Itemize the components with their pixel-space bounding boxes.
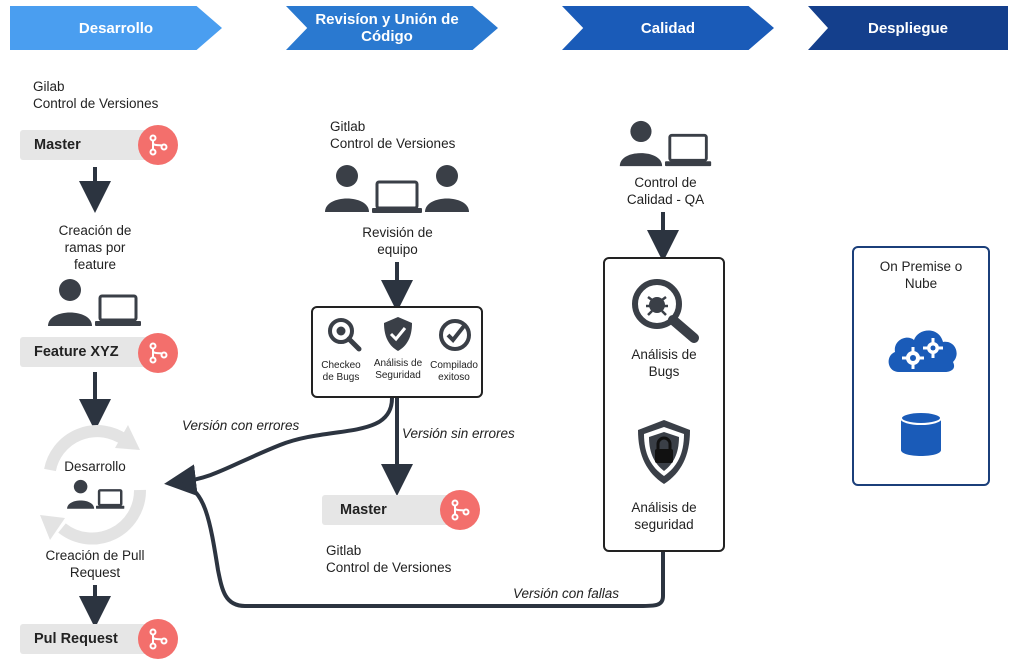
feature-pill: Feature XYZ xyxy=(20,337,150,367)
label-version-with-failures: Versión con fallas xyxy=(513,586,620,601)
label-version-without-errors: Versión sin errores xyxy=(402,426,515,441)
cycle-label: Desarrollo xyxy=(64,459,126,474)
database-icon xyxy=(900,411,942,456)
stage-desarrollo: Desarrollo xyxy=(10,6,222,50)
pull-request-pill: Pul Request xyxy=(20,624,150,654)
stage-label: Despliegue xyxy=(867,19,949,37)
shield-lock-icon xyxy=(638,420,690,484)
git-branch-icon xyxy=(138,619,178,659)
label-version-with-errors: Versión con errores xyxy=(182,418,300,433)
review-gitlab-text-bottom: Gitlab Control de Versiones xyxy=(326,543,452,575)
stage-label: Desarrollo xyxy=(78,19,154,37)
qa-laptop-icon xyxy=(619,120,712,167)
master-label: Master xyxy=(340,502,387,518)
team-review-text: Revisión de equipo xyxy=(362,225,433,257)
dev-gitlab-text: Gilab Control de Versiones xyxy=(33,79,159,111)
dev-master-pill: Master xyxy=(20,130,150,160)
stage-calidad: Calidad xyxy=(562,6,774,50)
git-branch-icon xyxy=(138,125,178,165)
arrow-errors-return xyxy=(164,397,394,497)
check-label-security: Análisis de Seguridad xyxy=(373,358,423,381)
check-circle-icon xyxy=(439,319,471,351)
master-label: Master xyxy=(34,137,81,153)
check-label-bugs: Checkeo de Bugs xyxy=(321,360,361,383)
cloud-gears-icon xyxy=(888,330,957,372)
arrow-failures-return xyxy=(181,482,665,608)
feature-label: Feature XYZ xyxy=(34,344,119,360)
pr-creation-text: Creación de Pull Request xyxy=(45,548,145,580)
stage-revision: Revisíon y Unión de Código xyxy=(286,6,498,50)
shield-check-icon xyxy=(384,317,412,351)
review-gitlab-text: Gitlab Control de Versiones xyxy=(330,119,456,151)
git-branch-icon xyxy=(138,333,178,373)
git-branch-icon xyxy=(440,490,480,530)
pr-label: Pul Request xyxy=(34,631,118,647)
developer-laptop-icon xyxy=(48,279,141,326)
deploy-label: On Premise o Nube xyxy=(879,259,963,291)
check-label-compile: Compilado exitoso xyxy=(430,360,478,383)
bug-search-icon xyxy=(328,318,362,352)
review-master-pill: Master xyxy=(322,495,457,525)
branch-creation-text: Creación de ramas por feature xyxy=(58,223,132,272)
stage-despliegue: Despliegue xyxy=(808,6,1008,50)
stage-label: Revisíon y Unión de Código xyxy=(315,11,459,45)
qa-text: Control de Calidad - QA xyxy=(626,175,705,207)
developer-laptop-icon xyxy=(67,479,125,509)
bug-search-icon xyxy=(632,279,699,343)
stage-label: Calidad xyxy=(640,19,696,37)
security-analysis-label: Análisis de seguridad xyxy=(631,500,697,532)
bugs-analysis-label: Análisis de Bugs xyxy=(631,347,697,379)
team-review-icon xyxy=(325,165,469,213)
cycle-arrows xyxy=(44,425,147,545)
